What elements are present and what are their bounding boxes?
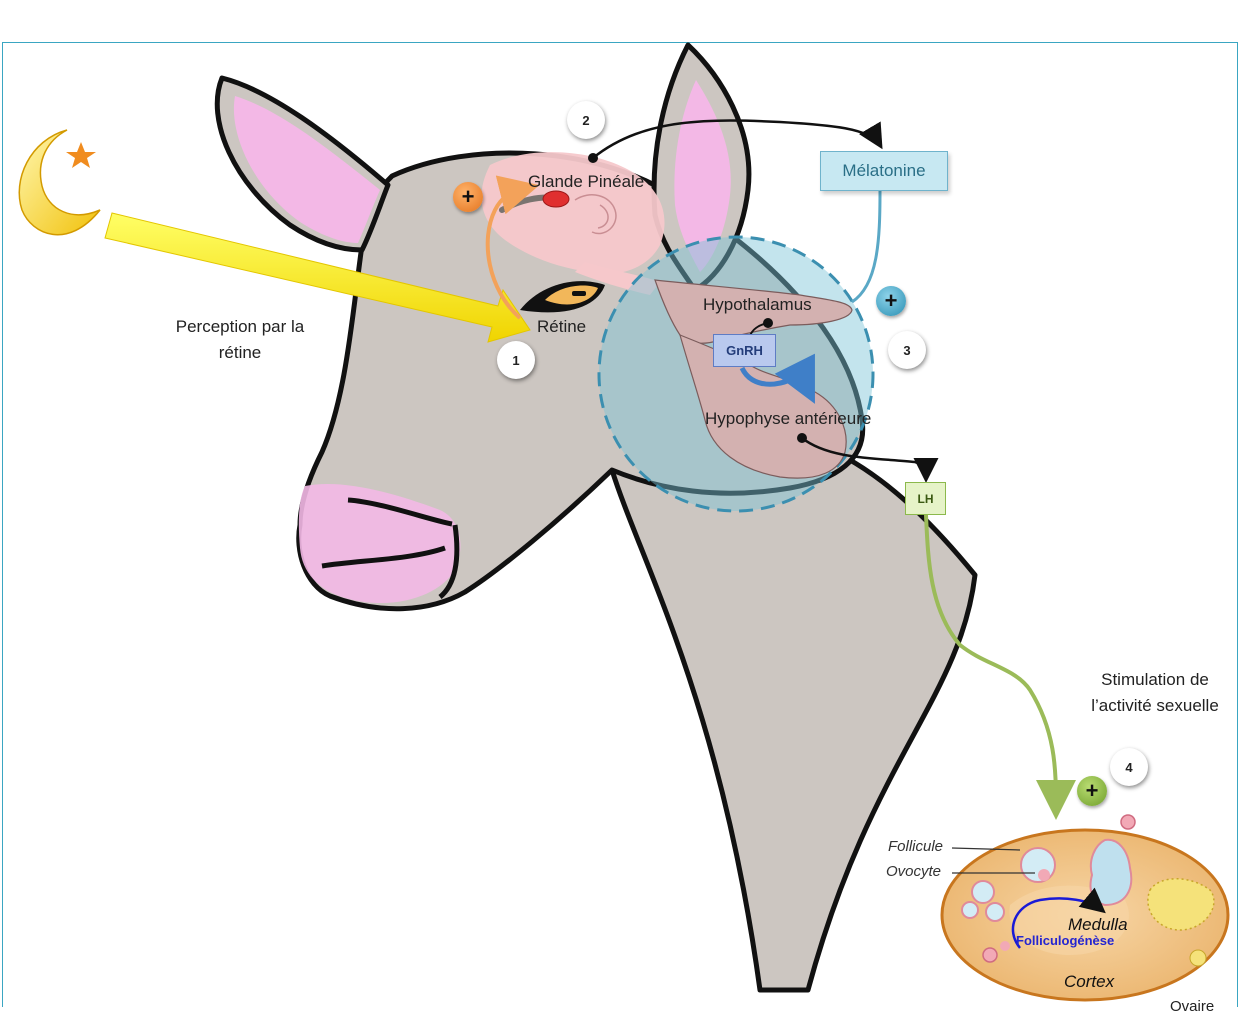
step-3-badge: 3	[888, 331, 926, 369]
folliculogenese-label: Folliculogénèse	[1016, 933, 1114, 948]
gnrh-box: GnRH	[713, 334, 776, 367]
step-4-badge: 4	[1110, 748, 1148, 786]
star-icon	[66, 142, 96, 168]
moon-icon	[19, 130, 100, 235]
glande-pineale-label: Glande Pinéale	[528, 169, 644, 195]
step-2-badge: 2	[567, 101, 605, 139]
perception-label: Perception par la rétine	[160, 314, 320, 365]
retine-label: Rétine	[537, 314, 586, 340]
ovaire-label: Ovaire	[1170, 996, 1214, 1019]
hypothalamus-label: Hypothalamus	[703, 292, 812, 318]
follicule-label: Follicule	[888, 838, 943, 855]
stimulation-label: Stimulation de l’activité sexuelle	[1070, 667, 1240, 718]
melatonin-to-hypothalamus-line	[852, 191, 880, 302]
follicle-small	[972, 881, 994, 903]
cortex-label: Cortex	[1064, 972, 1114, 992]
follicle-large	[1021, 848, 1055, 882]
ovocyte-label: Ovocyte	[886, 863, 941, 880]
plus-green-icon: +	[1077, 776, 1107, 806]
plus-blue-icon: +	[876, 286, 906, 316]
lh-box: LH	[905, 482, 946, 515]
plus-orange-icon: +	[453, 182, 483, 212]
medulla-label: Medulla	[1068, 915, 1128, 935]
goat-neck	[612, 445, 975, 990]
released-oocyte	[1121, 815, 1135, 829]
eye-pupil	[572, 291, 586, 296]
melatonine-box: Mélatonine	[820, 151, 948, 191]
hypophyse-label: Hypophyse antérieure	[705, 406, 871, 432]
step-1-badge: 1	[497, 341, 535, 379]
